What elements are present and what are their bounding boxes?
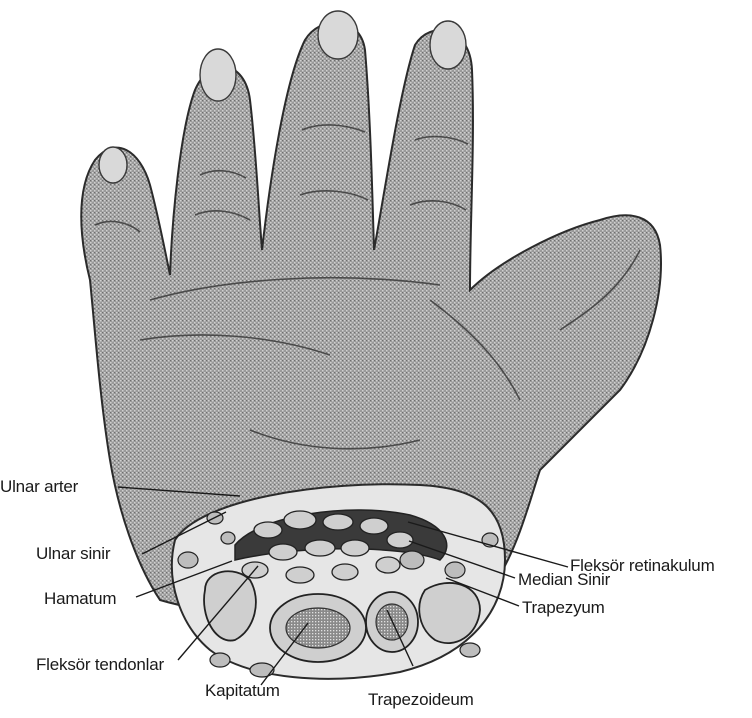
fingernail bbox=[99, 147, 127, 183]
fingernail bbox=[318, 11, 358, 59]
label-hamatum: Hamatum bbox=[44, 589, 116, 608]
label-kapitatum: Kapitatum bbox=[205, 681, 280, 700]
median-nerve bbox=[400, 551, 424, 569]
label-fleksor-retinakulum: Fleksör retinakulum bbox=[570, 556, 715, 575]
label-ulnar-sinir: Ulnar sinir bbox=[36, 544, 111, 563]
fingernail bbox=[430, 21, 466, 69]
fingernail bbox=[200, 49, 236, 101]
label-trapezoideum: Trapezoideum bbox=[368, 690, 474, 709]
label-trapezyum: Trapezyum bbox=[522, 598, 605, 617]
ulnar-nerve bbox=[221, 532, 235, 544]
label-ulnar-arter: Ulnar arter bbox=[0, 477, 79, 496]
label-fleksor-tendonlar: Fleksör tendonlar bbox=[36, 655, 164, 674]
